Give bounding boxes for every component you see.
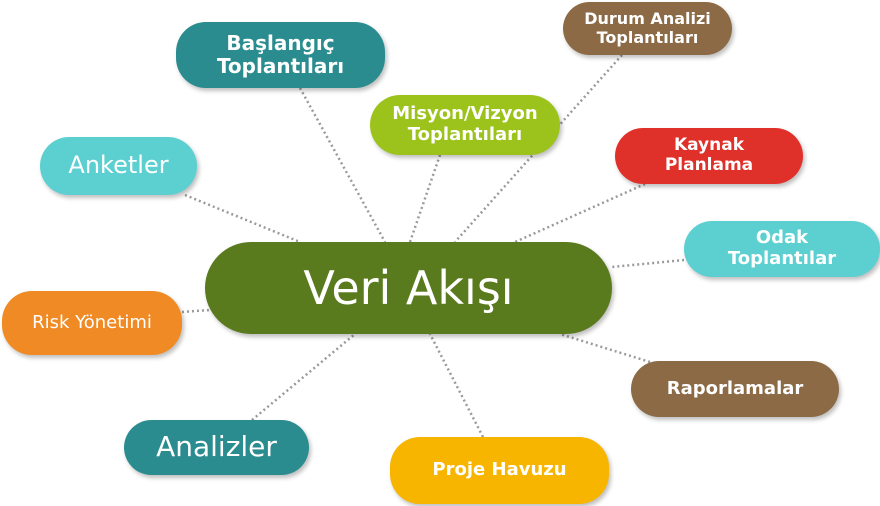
node-label: Analizler: [156, 430, 277, 464]
connector-line-anketler: [184, 193, 301, 244]
node-proje-havuzu[interactable]: Proje Havuzu: [390, 437, 609, 504]
connector-line-odak: [611, 258, 685, 269]
node-label: Başlangıç Toplantıları: [216, 31, 345, 78]
node-raporlamalar[interactable]: Raporlamalar: [631, 361, 839, 417]
node-baslangic-toplantilari[interactable]: Başlangıç Toplantıları: [176, 22, 385, 88]
node-label: Kaynak Planlama: [664, 135, 754, 175]
node-odak-toplantilar[interactable]: Odak Toplantılar: [684, 221, 880, 277]
node-durum-analizi-toplantilari[interactable]: Durum Analizi Toplantıları: [563, 2, 732, 55]
connector-line-proje: [428, 333, 485, 438]
connector-line-baslangic: [298, 87, 387, 243]
center-node-veri-akisi[interactable]: Veri Akışı: [205, 242, 612, 334]
connector-line-kaynak: [514, 182, 646, 244]
node-label: Raporlamalar: [666, 377, 804, 399]
node-label: Odak Toplantılar: [727, 227, 837, 269]
node-anketler[interactable]: Anketler: [40, 137, 197, 195]
node-label: Proje Havuzu: [432, 459, 567, 481]
node-analizler[interactable]: Analizler: [124, 420, 309, 475]
node-label: Durum Analizi Toplantıları: [584, 9, 711, 47]
node-label: Misyon/Vizyon Toplantıları: [392, 103, 538, 145]
node-kaynak-planlama[interactable]: Kaynak Planlama: [615, 128, 803, 184]
connector-line-misyon: [408, 154, 442, 243]
node-misyon-vizyon-toplantilari[interactable]: Misyon/Vizyon Toplantıları: [370, 95, 560, 155]
node-label: Anketler: [68, 151, 169, 180]
connector-line-analiz: [251, 333, 356, 421]
node-risk-yonetimi[interactable]: Risk Yönetimi: [2, 291, 182, 355]
node-label: Risk Yönetimi: [32, 311, 152, 333]
connector-line-rapor: [559, 332, 651, 364]
connector-line-risk: [181, 308, 211, 314]
center-node-label: Veri Akışı: [303, 260, 514, 315]
